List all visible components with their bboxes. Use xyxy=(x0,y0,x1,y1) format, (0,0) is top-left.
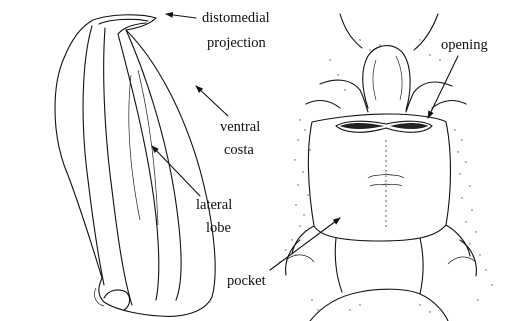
label-ventral-costa-line1: ventral xyxy=(220,119,260,135)
arrow-distomedial xyxy=(166,14,196,18)
right-structure-drawing xyxy=(279,14,492,321)
label-lateral-lobe-line1: lateral xyxy=(196,197,232,213)
arrow-opening xyxy=(428,56,458,118)
label-pocket: pocket xyxy=(227,273,266,289)
label-distomedial-line1: distomedial xyxy=(202,10,270,26)
label-ventral-costa-line2: costa xyxy=(224,142,254,158)
label-distomedial-line2: projection xyxy=(207,35,267,51)
label-lateral-lobe-line2: lobe xyxy=(206,220,231,236)
arrow-pocket xyxy=(270,218,340,270)
arrow-ventral-costa xyxy=(196,86,228,116)
label-opening: opening xyxy=(441,37,488,53)
annotations: distomedial projection ventral costa lat… xyxy=(152,10,488,289)
left-structure-drawing xyxy=(55,15,215,317)
arrow-lateral-lobe xyxy=(152,146,200,196)
